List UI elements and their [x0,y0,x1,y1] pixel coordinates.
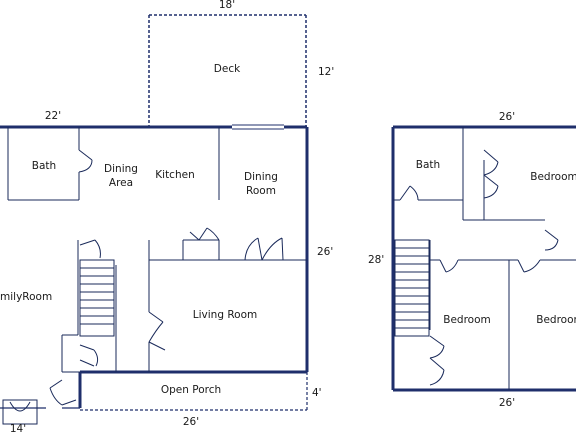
room-deck: Deck [214,63,241,75]
open-porch-outline [80,372,308,411]
room-bedroom-b: Bedroom [443,314,491,326]
corner-fixture [2,399,38,425]
deck [148,14,307,126]
room-bath-main: Bath [32,160,56,172]
dim-corner: 14' [10,423,26,432]
room-dining-room-line1: Dining [244,171,278,183]
dim-porch-depth: 4' [312,387,322,399]
dim-upper-width-bottom: 26' [499,397,515,409]
room-family-room: milyRoom [0,291,52,303]
dim-main-width: 22' [45,110,61,122]
room-dining-area-line1: Dining [104,163,138,175]
room-open-porch: Open Porch [161,384,221,396]
room-bedroom-a: Bedroom [530,171,576,183]
dim-deck-depth: 12' [318,66,334,78]
dim-porch-width: 26' [183,416,199,428]
room-dining-room-line2: Room [246,185,276,197]
upper-floor-walls [391,125,576,392]
dim-main-depth: 26' [317,246,333,258]
upper-doors [399,149,559,386]
upper-floor-interior [393,127,576,390]
main-doors [49,149,284,406]
main-stairs [79,259,115,337]
room-living-room: Living Room [193,309,257,321]
room-bath-upper: Bath [416,159,440,171]
dim-deck-width: 18' [219,0,235,11]
main-floor-interior [7,127,307,373]
upper-stairs [394,239,430,337]
dim-upper-width-top: 26' [499,111,515,123]
room-kitchen: Kitchen [155,169,194,181]
dim-upper-depth: 28' [368,254,384,266]
room-dining-area-line2: Area [109,177,133,189]
main-floor-walls [0,124,309,409]
room-bedroom-c: Bedroom [536,314,576,326]
